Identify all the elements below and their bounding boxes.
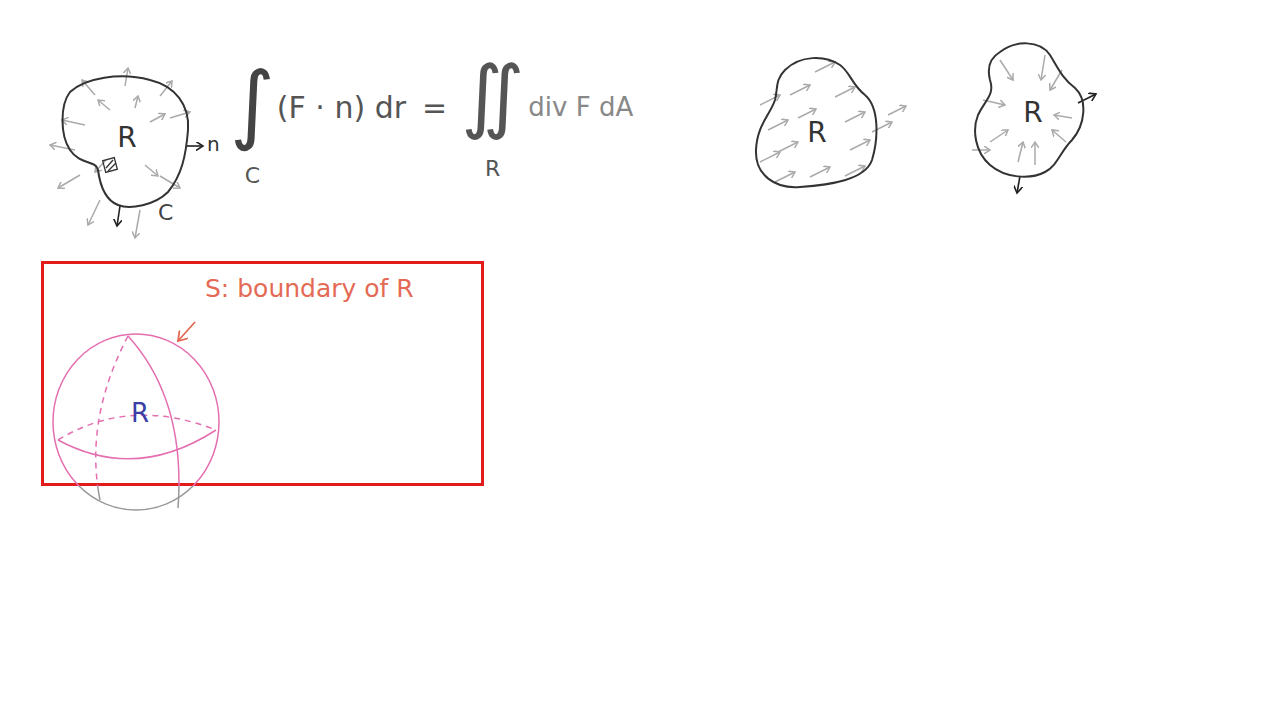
region-label: R — [807, 119, 826, 147]
solid-region: R — [50, 332, 224, 518]
field-arrow — [62, 120, 85, 125]
normal-arrow — [1017, 176, 1020, 193]
field-arrow — [98, 100, 110, 110]
area-element — [103, 158, 118, 173]
normal-arrow — [117, 206, 120, 226]
field-arrow — [1054, 115, 1072, 118]
field-arrow — [810, 167, 830, 177]
surface-label: S: boundary of R — [205, 276, 414, 301]
field-arrow — [850, 140, 870, 150]
integrand: (F · n) dr — [277, 93, 406, 123]
field-arrow — [972, 149, 990, 151]
region-label: R — [1023, 99, 1042, 127]
field-arrow — [990, 130, 1008, 142]
field-arrow — [50, 145, 75, 150]
sphere-outline — [53, 486, 219, 510]
field-arrow — [1052, 130, 1066, 142]
leader-arrow — [178, 322, 195, 341]
region-outline: R — [970, 38, 1090, 182]
region-label: R — [485, 158, 500, 180]
integrand: div F dA — [528, 94, 633, 120]
field-arrow — [872, 122, 892, 132]
region-outline — [975, 43, 1083, 176]
field-arrow — [150, 114, 165, 122]
curve-label: C — [158, 202, 173, 224]
normal-arrow — [186, 145, 203, 147]
sphere-meridian-back — [96, 486, 128, 500]
field-arrow — [798, 109, 816, 118]
field-arrow — [88, 200, 100, 225]
field-arrow — [1034, 142, 1036, 165]
equals-sign: = — [422, 93, 447, 123]
field-arrow — [135, 96, 138, 108]
sphere-outline — [53, 334, 219, 486]
field-arrow — [845, 112, 865, 122]
field-arrow — [135, 210, 140, 238]
field-arrow — [1018, 142, 1023, 162]
sphere-meridian — [128, 486, 179, 508]
region-label: R — [131, 400, 149, 426]
curve-label: C — [245, 165, 260, 187]
field-arrow — [815, 62, 835, 72]
sphere-equator — [58, 430, 216, 459]
hatch-line — [108, 163, 116, 171]
field-arrow — [1041, 55, 1045, 80]
sphere-meridian — [128, 336, 179, 486]
highlight-frame: S: boundary of R R — [41, 261, 484, 486]
region-outline — [756, 58, 877, 187]
field-arrow — [845, 166, 865, 176]
field-arrow — [1000, 60, 1013, 80]
field-arrow — [790, 85, 810, 95]
field-arrow — [835, 87, 855, 97]
sphere-meridian-back — [96, 336, 128, 486]
field-arrow — [768, 120, 788, 130]
field-arrow — [760, 152, 780, 162]
area-element — [103, 158, 118, 173]
field-arrow — [145, 165, 158, 176]
integral-sign: ∫ — [230, 60, 275, 146]
field-arrow — [760, 95, 780, 105]
field-arrow — [888, 106, 906, 115]
region-outline: R — [752, 52, 884, 192]
region-label: R — [117, 124, 136, 152]
integral-sign: ∬ — [461, 56, 524, 136]
field-arrow — [58, 175, 80, 188]
normal-label: n — [207, 134, 220, 154]
field-arrow — [775, 172, 795, 182]
field-arrow — [778, 142, 798, 152]
region-outline — [63, 76, 189, 206]
region-outline: R — [56, 70, 196, 214]
